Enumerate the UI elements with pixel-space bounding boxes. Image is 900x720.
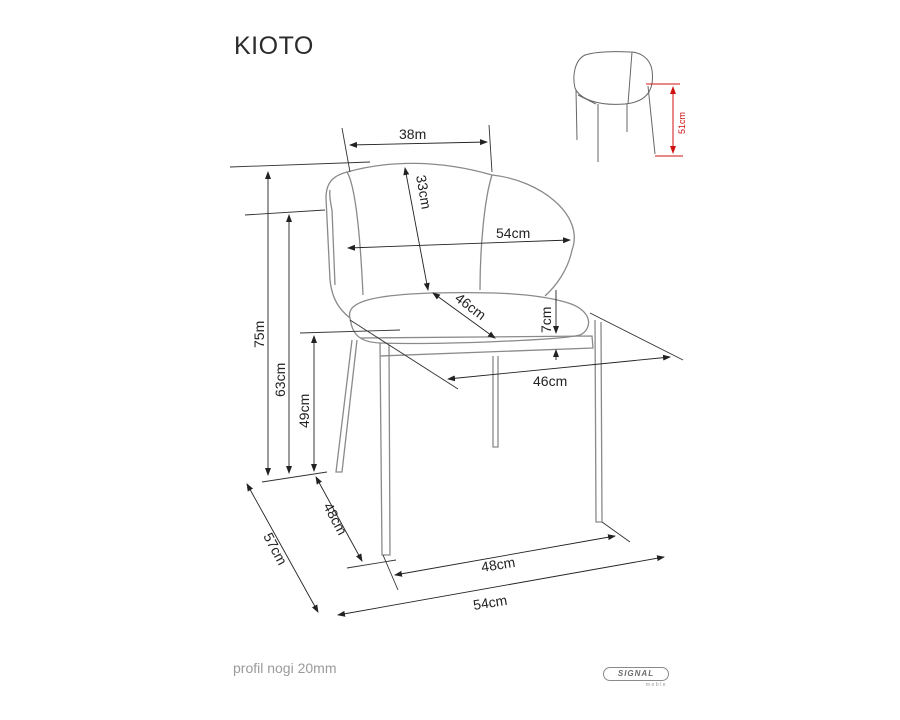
label-seat-depth: 46cm [452,290,489,323]
dim-48-depth-arrow [315,476,363,562]
label-seat-width: 46cm [533,373,567,389]
logo-text: SIGNAL [617,669,655,678]
leg-profile-note: profil nogi 20mm [233,660,337,676]
rear-view-thumbnail [573,51,656,162]
product-title: KIOTO [234,32,314,60]
dim-33-arrow [403,167,430,291]
label-total-depth: 57cm [260,530,290,568]
logo-subtext: meble [645,682,667,688]
chair-outline [325,162,603,556]
label-seat-thickness: 7cm [538,307,554,333]
dim-57-arrow [246,483,319,613]
label-leg-depth: 48cm [320,500,350,538]
label-total-height: 75m [251,321,267,348]
label-armrest-height: 63cm [272,363,288,397]
label-backrest-width: 54cm [496,225,530,241]
dim-54-back-arrow [347,237,571,251]
label-backrest-top-width: 38m [399,126,426,142]
label-leg-width: 48cm [480,554,516,575]
dim-46-seat-depth-arrow [432,292,496,339]
label-backrest-height: 33cm [413,174,435,210]
dim-54-width-arrow [337,555,665,617]
logo-pill-shape [603,667,669,681]
signal-logo: SIGNAL meble [603,667,669,691]
dim-38-arrow [349,139,488,148]
label-total-width: 54cm [472,592,508,613]
label-rear-leg-height: 51cm [677,112,687,134]
label-seat-height: 49cm [296,394,312,428]
dim-46-seat-width-arrow [447,354,671,382]
